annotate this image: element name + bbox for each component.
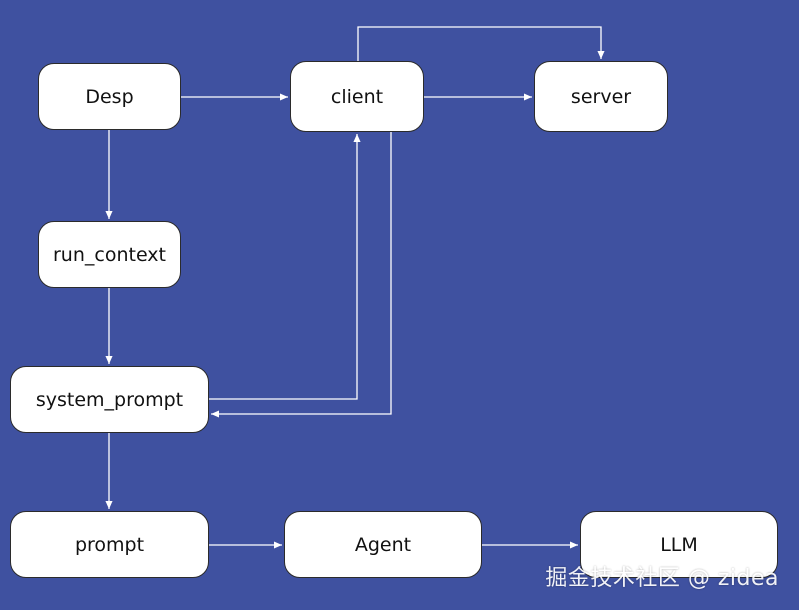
node-agent: Agent <box>284 511 482 578</box>
node-client-label: client <box>330 85 384 108</box>
node-prompt-label: prompt <box>74 533 145 556</box>
watermark: 掘金技术社区 @ zidea <box>545 566 779 591</box>
node-agent-label: Agent <box>354 533 412 556</box>
edge-client-to-system-prompt <box>211 132 392 418</box>
node-system-prompt-label: system_prompt <box>35 388 184 411</box>
node-server-label: server <box>570 85 632 108</box>
node-server: server <box>534 61 668 132</box>
node-prompt: prompt <box>10 511 209 578</box>
edge-client-to-server-top <box>357 26 605 61</box>
node-desp: Desp <box>38 63 181 130</box>
node-desp-label: Desp <box>85 85 134 108</box>
edge-system-prompt-to-client <box>209 134 361 400</box>
node-client: client <box>290 61 424 132</box>
node-run-context: run_context <box>38 221 181 288</box>
node-llm: LLM <box>580 511 778 578</box>
node-llm-label: LLM <box>660 533 698 556</box>
node-system-prompt: system_prompt <box>10 366 209 433</box>
node-run-context-label: run_context <box>52 243 166 266</box>
